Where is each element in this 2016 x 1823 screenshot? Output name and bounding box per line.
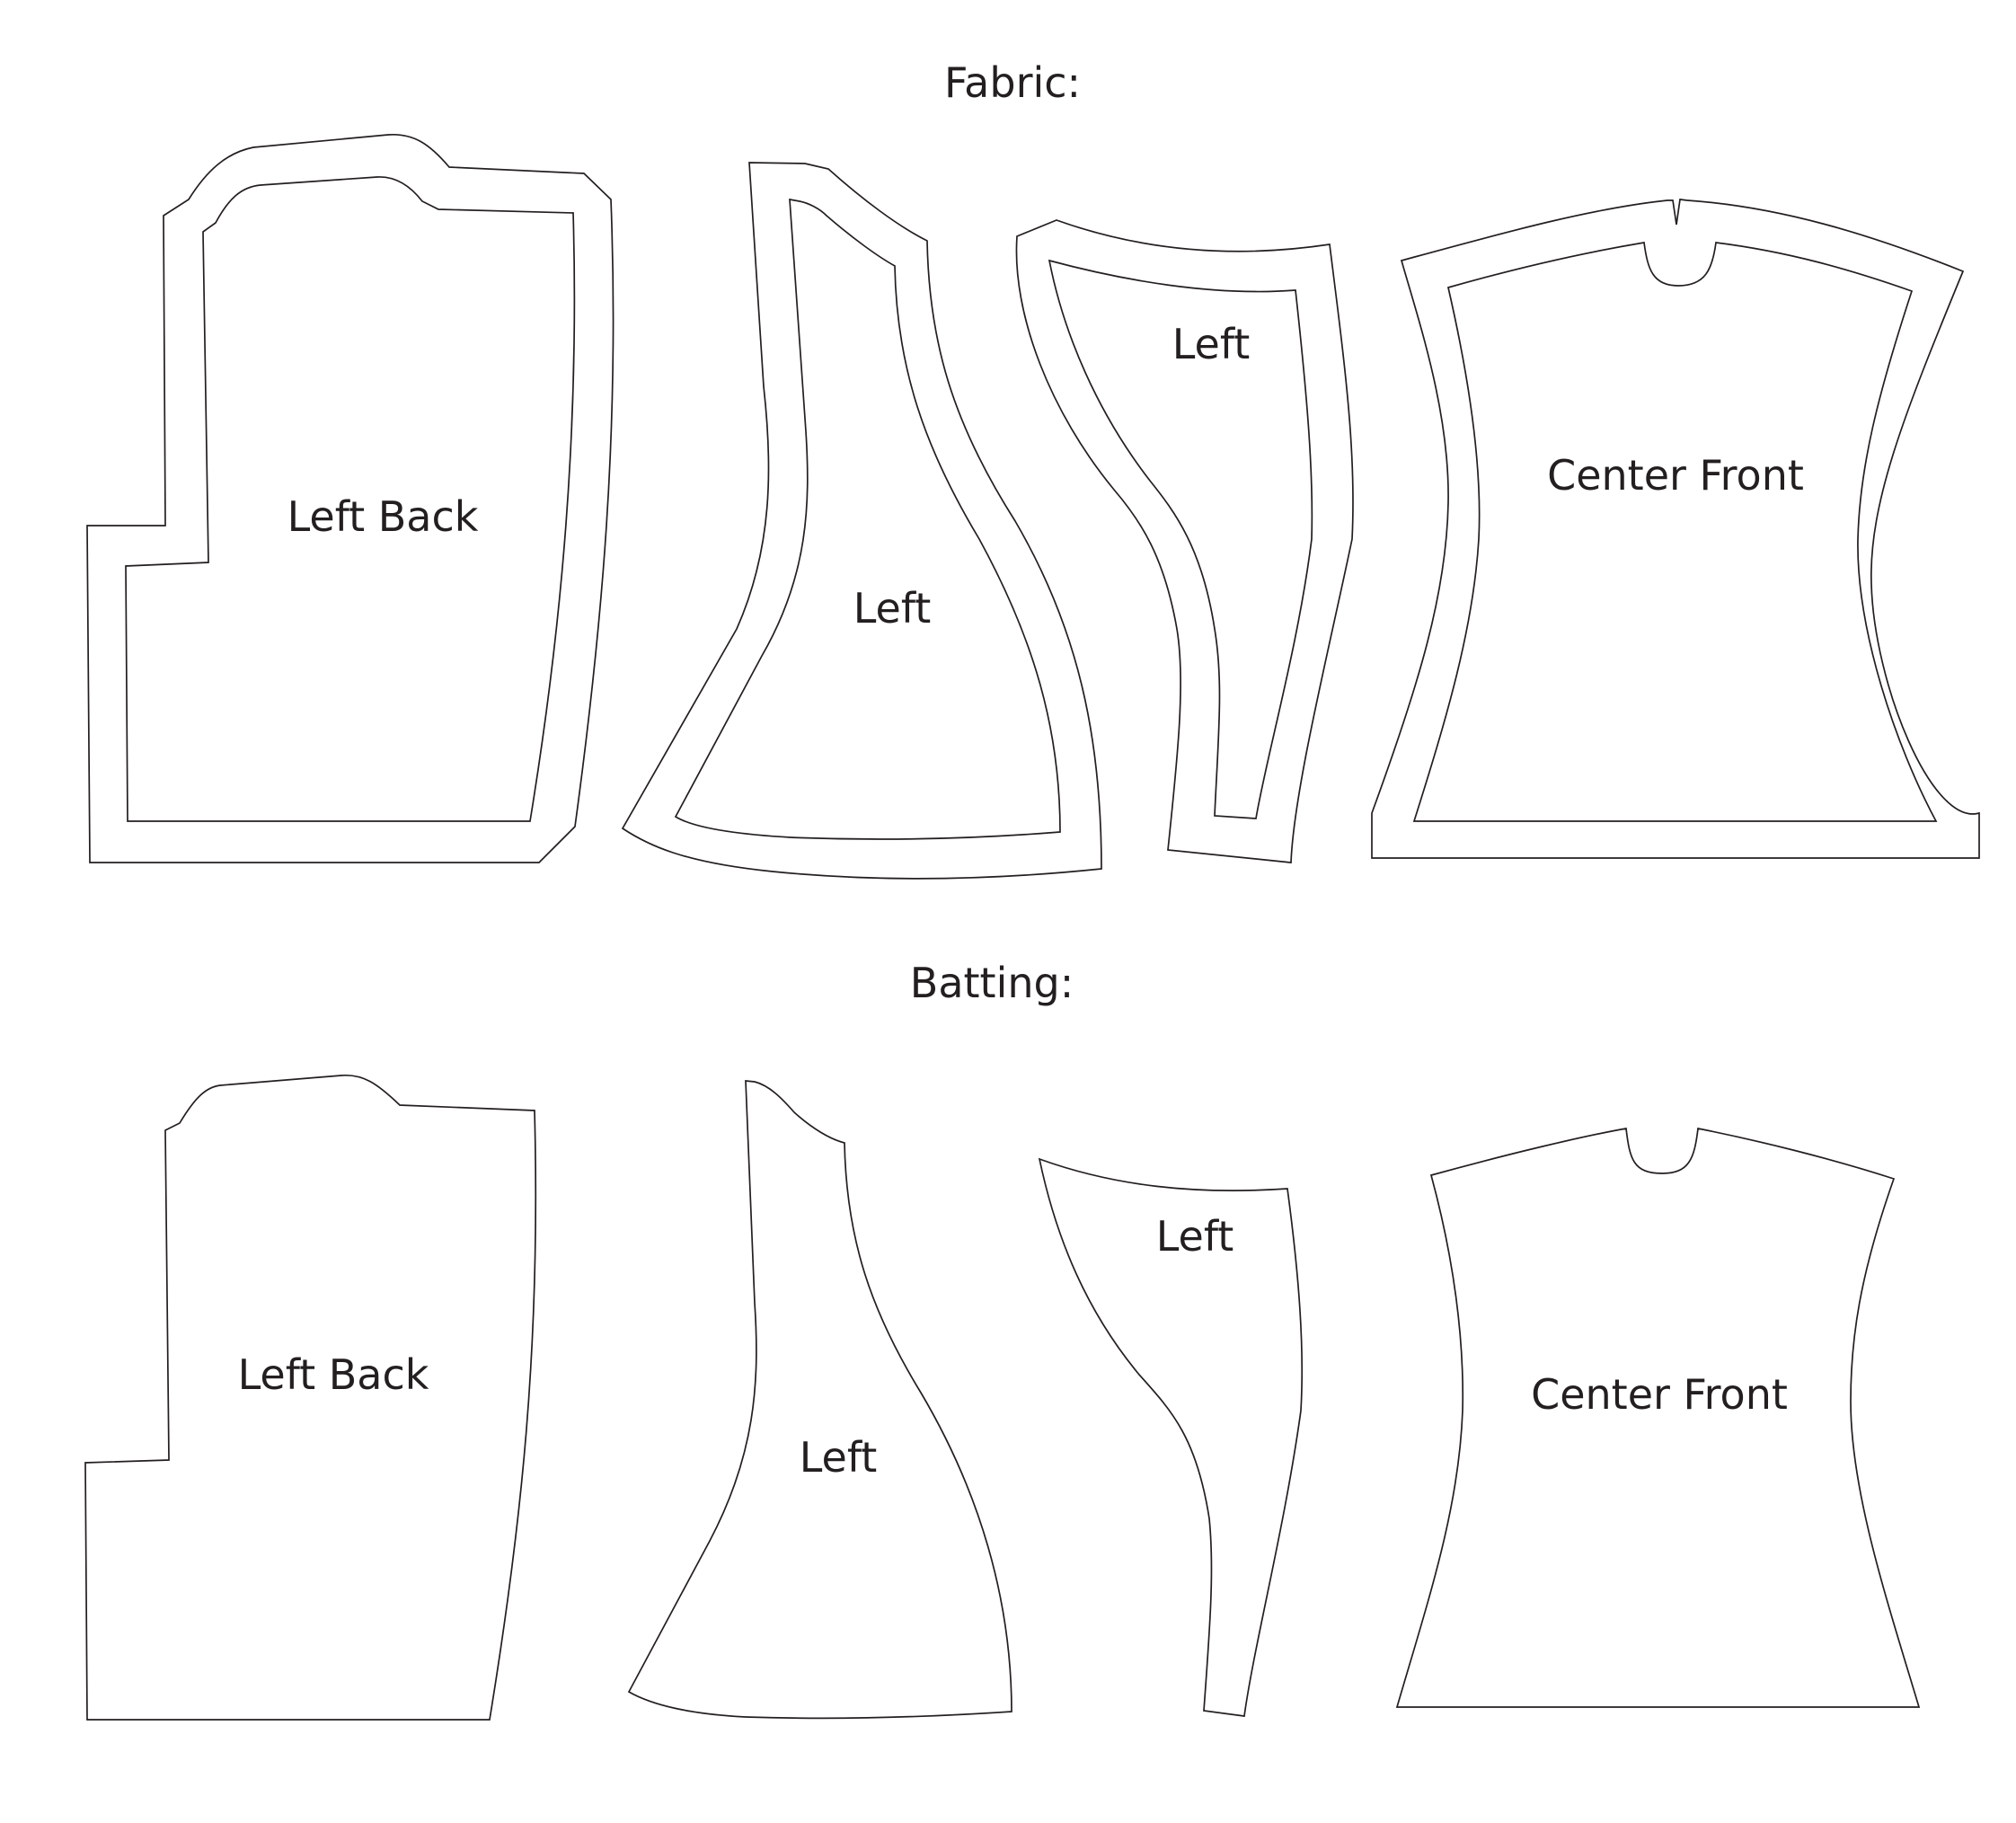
fabric-left-panel-seam-outline (674, 198, 1061, 840)
batting-center-front-piece (1395, 1127, 1921, 1708)
fabric-center-front-piece (1371, 199, 1980, 859)
batting-left-side-outline (1038, 1157, 1304, 1717)
fabric-left-panel-piece (621, 162, 1102, 880)
batting-left-back-label: Left Back (237, 1350, 429, 1399)
fabric-left-back-piece (86, 133, 615, 863)
batting-left-panel-label: Left (799, 1433, 878, 1482)
batting-left-panel-piece (627, 1080, 1012, 1720)
fabric-center-front-label: Center Front (1547, 451, 1804, 500)
fabric-left-side-piece (1015, 219, 1354, 863)
batting-left-side-label: Left (1155, 1212, 1234, 1261)
fabric-left-back-seam-outline (125, 176, 576, 822)
batting-center-front-outline (1395, 1127, 1921, 1708)
fabric-left-side-seam-outline (1048, 259, 1313, 819)
fabric-heading: Fabric: (943, 58, 1082, 107)
batting-left-back-piece (84, 1074, 537, 1721)
batting-left-back-outline (84, 1074, 537, 1721)
fabric-left-side-label: Left (1172, 320, 1251, 368)
fabric-center-front-seam-outline (1412, 242, 1938, 822)
batting-left-side-piece (1038, 1157, 1304, 1717)
fabric-left-back-label: Left Back (287, 492, 479, 541)
batting-heading: Batting: (909, 959, 1074, 1007)
fabric-left-panel-label: Left (853, 584, 932, 633)
batting-left-panel-outline (627, 1080, 1012, 1720)
batting-center-front-label: Center Front (1531, 1370, 1788, 1419)
